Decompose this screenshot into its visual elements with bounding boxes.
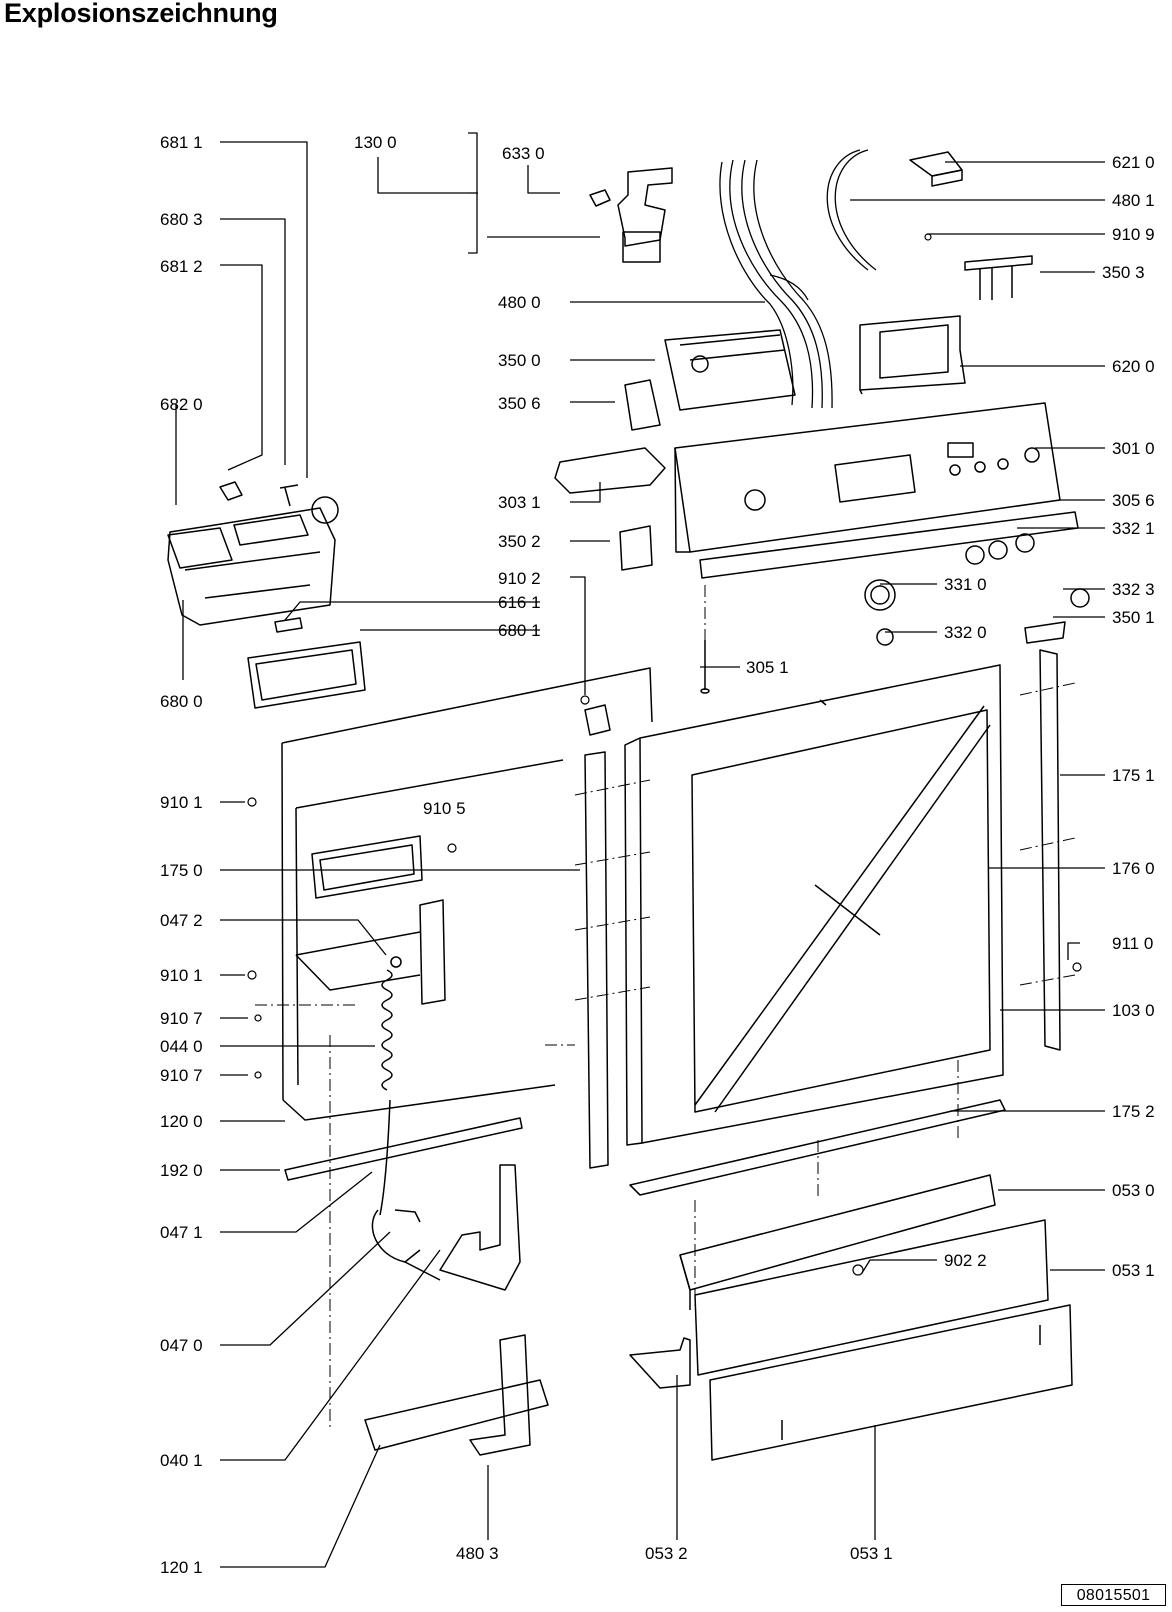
part-label: 305 1 — [746, 658, 789, 677]
part-label: 350 2 — [498, 532, 541, 551]
part-label: 910 9 — [1112, 225, 1155, 244]
part-label: 680 3 — [160, 210, 203, 229]
part-label: 130 0 — [354, 133, 397, 152]
part-label: 910 7 — [160, 1009, 203, 1028]
part-label: 044 0 — [160, 1037, 203, 1056]
part-bracket-350-3 — [964, 255, 1033, 300]
part-label: 053 1 — [850, 1544, 893, 1563]
part-label: 910 2 — [498, 569, 541, 588]
part-label: 480 0 — [498, 293, 541, 312]
part-label: 480 1 — [1112, 191, 1155, 210]
part-inner-door-panel — [281, 667, 653, 1121]
part-label: 053 2 — [645, 1544, 688, 1563]
part-label: 621 0 — [1112, 153, 1155, 172]
part-kickplate-053-0 — [679, 1174, 996, 1310]
part-bracket-053-2 — [629, 1337, 691, 1389]
part-label: 910 5 — [423, 799, 466, 818]
part-label: 680 0 — [160, 692, 203, 711]
part-label: 350 1 — [1112, 608, 1155, 627]
part-label: 040 1 — [160, 1451, 203, 1470]
part-connector-350-6 — [624, 379, 661, 431]
part-clip-350-2 — [619, 525, 653, 571]
part-label: 332 3 — [1112, 580, 1155, 599]
part-gasket-680-1 — [247, 641, 366, 709]
part-label: 176 0 — [1112, 859, 1155, 878]
part-label: 633 0 — [502, 144, 545, 163]
part-label: 175 2 — [1112, 1102, 1155, 1121]
part-side-strip-175-0 — [584, 751, 609, 1169]
part-label: 303 1 — [498, 493, 541, 512]
part-label: 053 0 — [1112, 1181, 1155, 1200]
part-label: 680 1 — [498, 621, 541, 640]
part-label: 332 1 — [1112, 519, 1155, 538]
part-label: 681 2 — [160, 257, 203, 276]
part-label: 053 1 — [1112, 1261, 1155, 1280]
part-handle-303 — [554, 447, 666, 494]
part-label: 350 0 — [498, 351, 541, 370]
part-label: 902 2 — [944, 1251, 987, 1270]
part-programmer-620 — [859, 315, 966, 395]
page-title: Explosionszeichnung — [4, 0, 278, 28]
part-label: 681 1 — [160, 133, 203, 152]
guide-lines — [255, 585, 1076, 1430]
part-control-panel-301 — [674, 402, 1061, 553]
part-hinge-047 — [371, 1209, 441, 1281]
part-label: 911 0 — [1112, 934, 1154, 953]
part-knobs — [864, 533, 1090, 646]
part-screw-305-1 — [700, 640, 710, 694]
part-label: 350 3 — [1102, 263, 1145, 282]
part-control-module-350 — [664, 329, 796, 411]
part-label: 682 0 — [160, 395, 203, 414]
part-label: 120 1 — [160, 1558, 203, 1577]
part-spring-044 — [379, 956, 402, 1216]
part-label: 620 0 — [1112, 357, 1155, 376]
part-label: 305 6 — [1112, 491, 1155, 510]
part-label: 175 1 — [1112, 766, 1155, 785]
part-kickplate-053-1 — [694, 1219, 1073, 1461]
part-trim-175-2 — [629, 1099, 1006, 1196]
part-label: 047 1 — [160, 1223, 203, 1242]
part-side-strip-175-1 — [1039, 649, 1061, 1051]
part-label: 910 1 — [160, 966, 203, 985]
part-label: 120 0 — [160, 1112, 203, 1131]
part-trim-305-6 — [699, 511, 1079, 579]
part-label: 616 1 — [498, 593, 541, 612]
part-label: 480 3 — [456, 1544, 499, 1563]
part-door-switch — [589, 167, 673, 263]
part-small-board — [909, 151, 963, 187]
part-label: 301 0 — [1112, 439, 1155, 458]
part-label: 331 0 — [944, 575, 987, 594]
part-screws — [247, 233, 1082, 1276]
part-label: 047 2 — [160, 911, 203, 930]
part-label: 350 6 — [498, 394, 541, 413]
document-code: 08015501 — [1061, 1584, 1166, 1606]
part-wire-harness — [719, 149, 877, 409]
part-front-door-panel — [624, 664, 1004, 1146]
part-label: 047 0 — [160, 1336, 203, 1355]
part-label: 910 1 — [160, 793, 203, 812]
part-label: 103 0 — [1112, 1001, 1155, 1020]
part-label: 332 0 — [944, 623, 987, 642]
part-label: 175 0 — [160, 861, 203, 880]
part-detergent-dispenser — [167, 481, 339, 633]
part-clip-350-1 — [1024, 621, 1066, 644]
part-label: 910 7 — [160, 1066, 203, 1085]
part-label: 192 0 — [160, 1161, 203, 1180]
part-bracket-040-1 — [439, 1164, 521, 1291]
part-lower-bracket-120-1 — [364, 1334, 549, 1456]
part-bar-192 — [284, 1117, 523, 1181]
